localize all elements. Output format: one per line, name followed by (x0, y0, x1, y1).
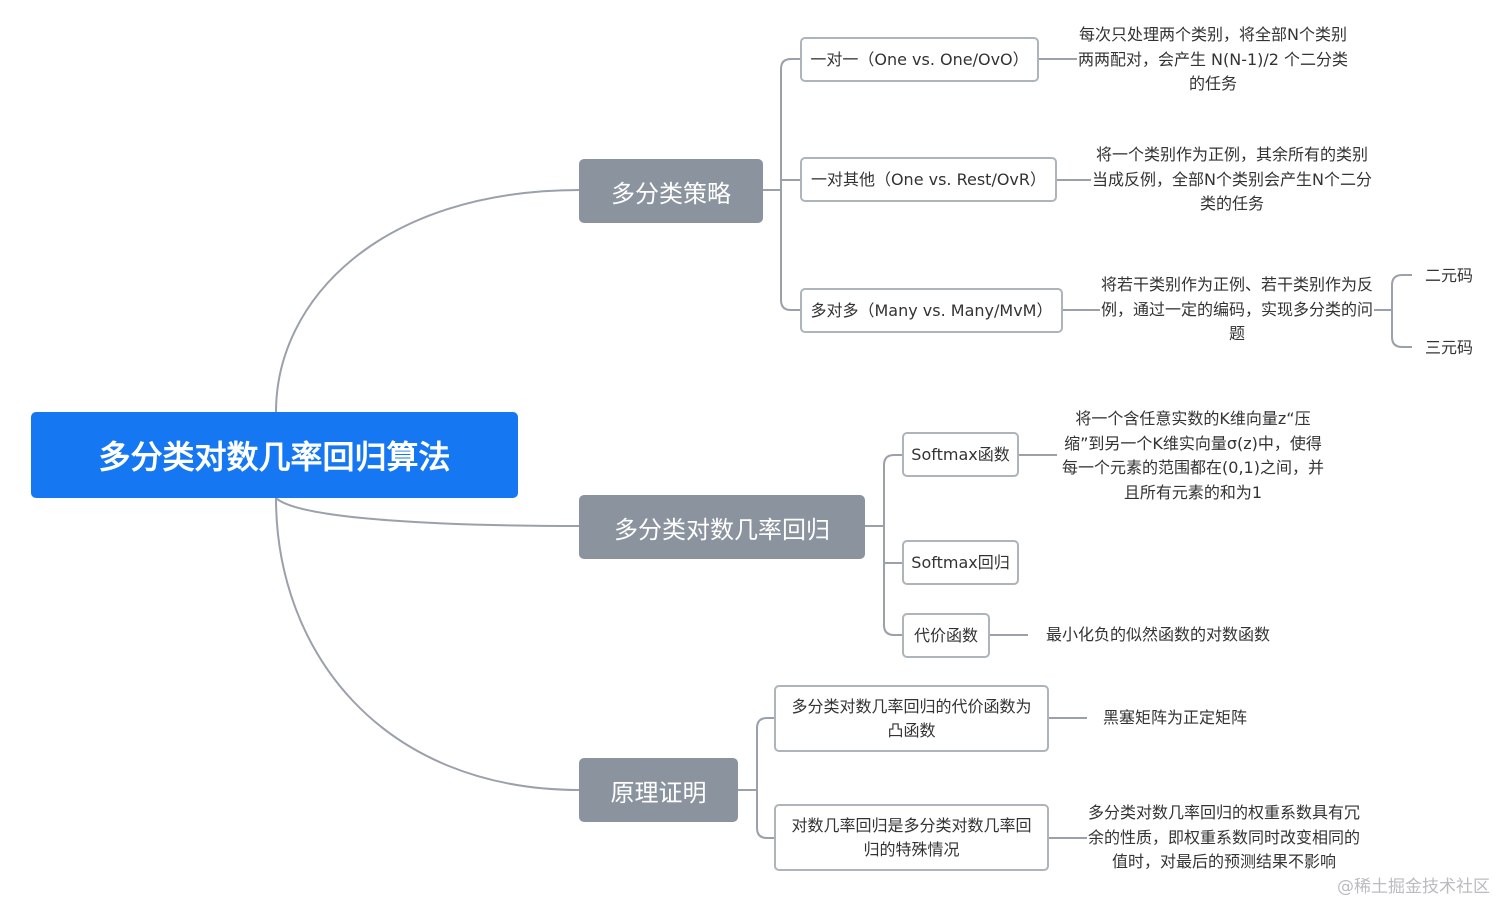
desc-softmax-function: 将一个含任意实数的K维向量z“压缩”到另一个K维实向量σ(z)中，使得每一个元素… (1062, 409, 1324, 502)
desc-mvm: 将若干类别作为正例、若干类别作为反例，通过一定的编码，实现多分类的问题 (1100, 275, 1373, 344)
node-softmax-regression[interactable]: Softmax回归 (902, 540, 1019, 585)
branch-strategy[interactable]: 多分类策略 (579, 159, 763, 223)
node-ovo[interactable]: 一对一（One vs. One/OvO） (800, 37, 1039, 82)
code-binary: 二元码 (1424, 265, 1473, 285)
node-mvm[interactable]: 多对多（Many vs. Many/MvM） (800, 288, 1063, 333)
watermark: @稀土掘金技术社区 (1337, 877, 1490, 897)
desc-ovo: 每次只处理两个类别，将全部N个类别两两配对，会产生 N(N-1)/2 个二分类的… (1077, 25, 1349, 94)
branch-regression[interactable]: 多分类对数几率回归 (579, 495, 865, 559)
node-ovr[interactable]: 一对其他（One vs. Rest/OvR） (800, 157, 1057, 202)
desc-ovr: 将一个类别作为正例，其余所有的类别当成反例，全部N个类别会产生N个二分类的任务 (1092, 145, 1372, 214)
node-convex-proof[interactable]: 多分类对数几率回归的代价函数为凸函数 (774, 685, 1049, 752)
desc-convex-proof: 黑塞矩阵为正定矩阵 (1102, 707, 1247, 727)
node-special-case[interactable]: 对数几率回归是多分类对数几率回归的特殊情况 (774, 804, 1049, 871)
desc-cost-function: 最小化负的似然函数的对数函数 (1045, 624, 1270, 644)
node-cost-function[interactable]: 代价函数 (902, 613, 990, 658)
code-ternary: 三元码 (1424, 337, 1473, 357)
desc-special-case: 多分类对数几率回归的权重系数具有冗余的性质，即权重系数同时改变相同的值时，对最后… (1087, 803, 1360, 872)
root-node[interactable]: 多分类对数几率回归算法 (31, 412, 518, 498)
branch-proof[interactable]: 原理证明 (579, 758, 738, 822)
node-softmax-function[interactable]: Softmax函数 (902, 432, 1019, 477)
